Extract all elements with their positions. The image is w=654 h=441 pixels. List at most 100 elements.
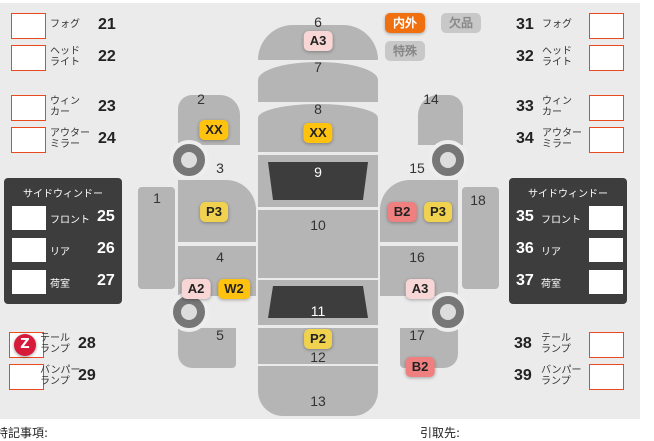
tag-missing[interactable]: 欠品 <box>441 13 482 33</box>
part-rear-quarter-left[interactable] <box>178 328 236 368</box>
checkbox-mirror-right[interactable] <box>589 127 624 153</box>
part-label: 18 <box>470 192 486 208</box>
label: 荷室 <box>50 279 70 290</box>
part-label: 15 <box>409 160 425 176</box>
panel-title: サイドウィンドー <box>23 189 103 200</box>
checkbox-window-front-left[interactable] <box>12 206 46 230</box>
label: テール ランプ <box>40 333 70 355</box>
notes-label: 特記事項: <box>0 426 49 440</box>
damage-badge[interactable]: P2 <box>304 329 332 349</box>
part-hood-upper[interactable] <box>258 62 378 102</box>
part-number: 26 <box>97 240 115 257</box>
part-number: 37 <box>516 272 534 289</box>
label: テール ランプ <box>541 333 571 355</box>
part-side-sill-right[interactable] <box>462 187 499 289</box>
part-label: 2 <box>197 91 205 107</box>
side-window-panel-left: サイドウィンドー フロント 25 リア 26 荷室 27 <box>4 178 122 304</box>
damage-badge[interactable]: B2 <box>405 357 435 377</box>
label: フォグ <box>50 19 80 30</box>
part-number: 38 <box>514 335 532 352</box>
part-front-fender-right[interactable] <box>418 95 463 145</box>
checkbox-winker-left[interactable] <box>11 95 46 121</box>
damage-badge[interactable]: XX <box>199 120 229 140</box>
part-label: 1 <box>153 190 161 206</box>
damage-badge[interactable]: P3 <box>200 202 228 222</box>
rear-window[interactable] <box>268 286 368 318</box>
checkbox-fog-left[interactable] <box>11 13 46 39</box>
label: バンパー ランプ <box>541 365 582 387</box>
part-rear-bumper[interactable] <box>258 366 378 416</box>
wheel-front-right-icon <box>428 140 468 180</box>
label: フロント <box>541 215 581 226</box>
label: ウィン カー <box>50 96 80 118</box>
part-label: 16 <box>409 249 425 265</box>
part-label: 5 <box>216 327 224 343</box>
part-number: 32 <box>516 48 534 65</box>
label: ヘッド ライト <box>542 46 572 68</box>
checkbox-window-cargo-right[interactable] <box>589 270 623 294</box>
label: アウター ミラー <box>50 128 90 150</box>
part-label: 8 <box>314 101 322 117</box>
part-side-sill-left[interactable] <box>138 187 175 289</box>
part-number: 31 <box>516 16 534 33</box>
wheel-front-left-icon <box>169 140 209 180</box>
label: 荷室 <box>541 279 561 290</box>
label: アウター ミラー <box>542 128 582 150</box>
damage-badge[interactable]: A3 <box>303 31 333 51</box>
checkbox-bumperlamp-left[interactable] <box>9 364 44 390</box>
part-number: 24 <box>98 130 116 147</box>
part-number: 22 <box>98 48 116 65</box>
label: バンパー ランプ <box>40 365 81 387</box>
label: ウィン カー <box>542 96 572 118</box>
checkbox-window-cargo-left[interactable] <box>12 270 46 294</box>
part-label: 10 <box>310 217 326 233</box>
part-number: 23 <box>98 98 116 115</box>
part-label: 7 <box>314 59 322 75</box>
tag-inout[interactable]: 内外 <box>385 13 426 33</box>
pickup-label: 引取先: <box>420 426 461 440</box>
checkbox-bumperlamp-right[interactable] <box>589 364 624 390</box>
checkbox-window-rear-right[interactable] <box>589 238 623 262</box>
label: フロント <box>50 215 90 226</box>
damage-badge[interactable]: W2 <box>218 279 250 299</box>
part-label: 3 <box>216 160 224 176</box>
label: リア <box>541 247 561 258</box>
checkbox-window-rear-left[interactable] <box>12 238 46 262</box>
part-label: 13 <box>310 393 326 409</box>
part-label: 9 <box>314 164 322 180</box>
part-label: 17 <box>409 327 425 343</box>
part-number: 29 <box>78 367 96 384</box>
checkbox-headlight-right[interactable] <box>589 45 624 71</box>
label: リア <box>50 247 70 258</box>
part-label: 12 <box>310 349 326 365</box>
part-roof[interactable] <box>258 210 378 278</box>
checkbox-mirror-left[interactable] <box>11 127 46 153</box>
windshield[interactable] <box>268 162 368 200</box>
tag-special[interactable]: 特殊 <box>385 41 426 61</box>
label: フォグ <box>542 19 572 30</box>
part-label: 6 <box>314 14 322 30</box>
part-label: 4 <box>216 249 224 265</box>
panel-title: サイドウィンドー <box>528 189 608 200</box>
damage-badge[interactable]: A3 <box>405 279 435 299</box>
damage-badge[interactable]: B2 <box>387 202 417 222</box>
checkbox-winker-right[interactable] <box>589 95 624 121</box>
wheel-rear-right-icon <box>428 292 468 332</box>
z-marker[interactable]: Z <box>14 334 36 356</box>
part-number: 28 <box>78 335 96 352</box>
part-label: 14 <box>423 91 439 107</box>
part-number: 39 <box>514 367 532 384</box>
checkbox-window-front-right[interactable] <box>589 206 623 230</box>
part-number: 27 <box>97 272 115 289</box>
checkbox-taillamp-right[interactable] <box>589 332 624 358</box>
damage-badge[interactable]: A2 <box>181 279 211 299</box>
part-number: 21 <box>98 16 116 33</box>
damage-badge[interactable]: P3 <box>424 202 452 222</box>
damage-badge[interactable]: XX <box>303 123 333 143</box>
part-number: 25 <box>97 208 115 225</box>
checkbox-headlight-left[interactable] <box>11 45 46 71</box>
label: ヘッド ライト <box>50 46 80 68</box>
part-number: 33 <box>516 98 534 115</box>
part-label: 11 <box>310 303 326 319</box>
checkbox-fog-right[interactable] <box>589 13 624 39</box>
